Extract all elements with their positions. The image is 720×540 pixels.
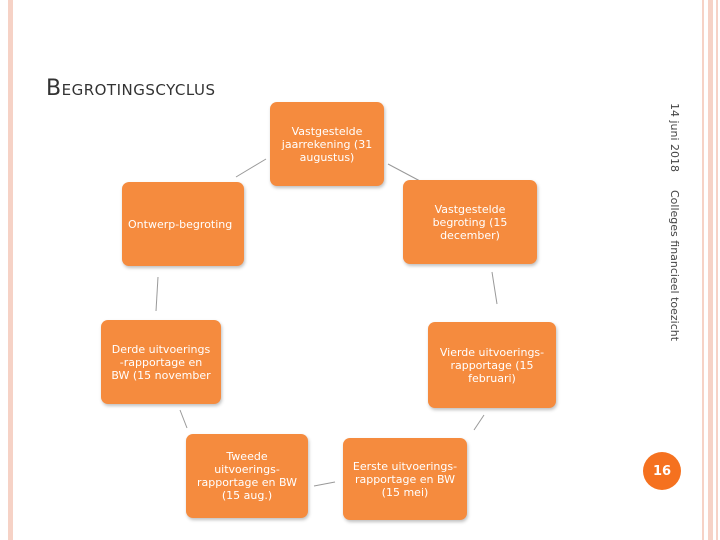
connector-line — [179, 409, 188, 429]
page-number: 16 — [652, 463, 672, 479]
connector-line — [235, 158, 267, 178]
slide-organization: Colleges financieel toezicht — [668, 190, 681, 342]
cycle-step-jaarrekening: Vastgestelde jaarrekening (31 augustus) — [270, 102, 384, 186]
connector-line — [387, 163, 421, 182]
cycle-step-label: Eerste uitvoerings- rapportage en BW (15… — [352, 459, 458, 499]
cycle-step-begroting: Vastgestelde begroting (15 december) — [403, 180, 537, 264]
cycle-step-ontwerp-begroting: Ontwerp-begroting — [122, 182, 244, 266]
cycle-step-label: Tweede uitvoerings- rapportage en BW (15… — [196, 450, 298, 502]
page-number-badge: 16 — [643, 452, 681, 490]
cycle-step-label: Vastgestelde jaarrekening (31 augustus) — [281, 124, 373, 164]
connector-line — [155, 276, 159, 312]
cycle-step-vierde-rapportage: Vierde uitvoerings- rapportage (15 febru… — [428, 322, 556, 408]
cycle-step-label: Ontwerp-begroting — [128, 217, 233, 231]
cycle-step-eerste-rapportage: Eerste uitvoerings- rapportage en BW (15… — [343, 438, 467, 520]
frame-right-stripe — [702, 0, 704, 540]
frame-right-stripe — [716, 0, 718, 540]
connector-line — [473, 414, 485, 431]
cycle-step-label: Vierde uitvoerings- rapportage (15 febru… — [439, 345, 545, 385]
slide-title: Begrotingscyclus — [46, 76, 216, 101]
cycle-step-label: Vastgestelde begroting (15 december) — [432, 202, 508, 242]
cycle-step-label: Derde uitvoerings -rapportage en BW (15 … — [111, 342, 211, 382]
frame-right-stripe — [708, 0, 713, 540]
cycle-step-tweede-rapportage: Tweede uitvoerings- rapportage en BW (15… — [186, 434, 308, 518]
frame-left-border — [8, 0, 13, 540]
cycle-step-derde-rapportage: Derde uitvoerings -rapportage en BW (15 … — [101, 320, 221, 404]
connector-line — [313, 481, 336, 487]
slide-date: 14 juni 2018 — [668, 103, 681, 173]
connector-line — [491, 271, 498, 305]
